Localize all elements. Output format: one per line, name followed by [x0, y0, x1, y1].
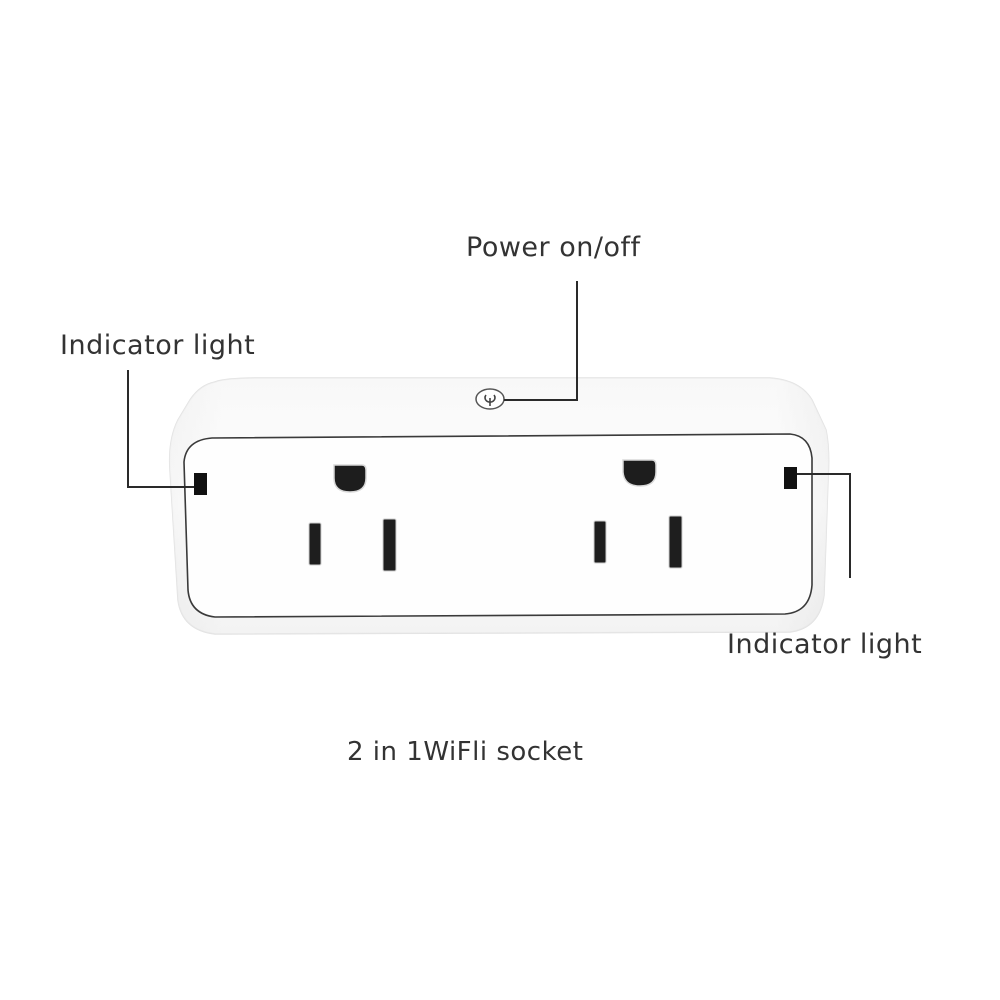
leader-line-indicator-left	[127, 370, 194, 488]
leader-line-indicator-right	[797, 473, 851, 578]
outlet-right[interactable]	[593, 459, 683, 569]
product-caption: 2 in 1WiFli socket	[347, 737, 584, 767]
hot-slot	[668, 515, 683, 569]
indicator-light-callout-left: Indicator light	[60, 330, 256, 361]
front-face-panel	[183, 433, 813, 618]
power-button-callout: Power on/off	[466, 232, 641, 263]
neutral-slot	[593, 520, 607, 564]
indicator-light-right	[784, 467, 797, 489]
outlet-left[interactable]	[308, 464, 397, 572]
hot-slot	[382, 518, 397, 572]
indicator-light-left	[194, 473, 207, 495]
neutral-slot	[308, 522, 322, 566]
leader-line-power	[504, 281, 578, 401]
power-icon	[484, 394, 496, 406]
power-button[interactable]	[475, 388, 505, 410]
ground-slot	[333, 464, 367, 493]
ground-slot	[622, 459, 657, 487]
indicator-light-callout-right: Indicator light	[727, 629, 923, 660]
